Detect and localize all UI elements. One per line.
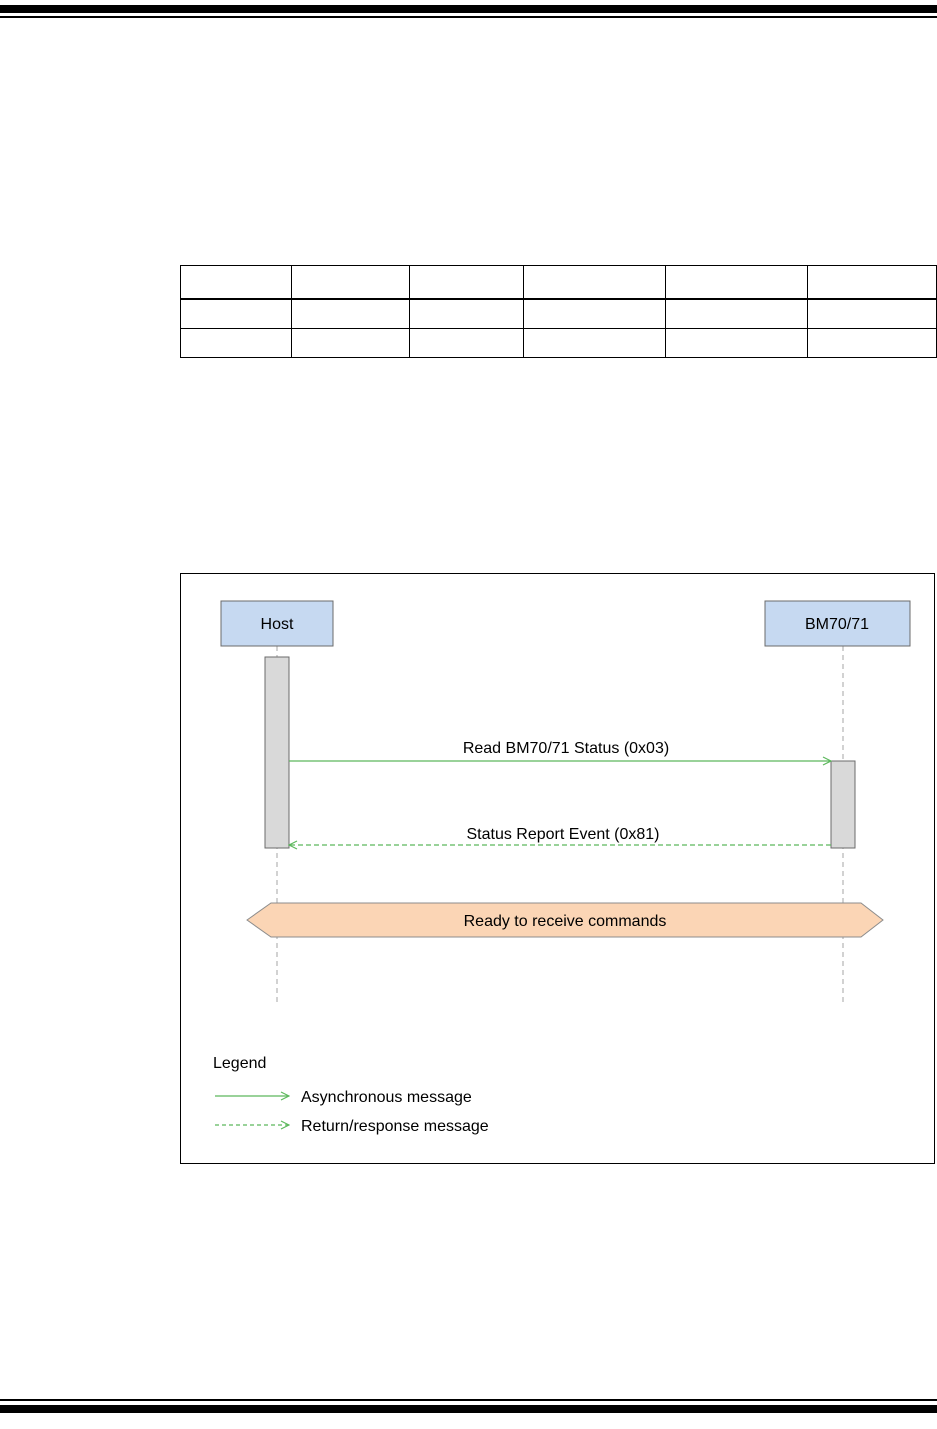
sequence-diagram: Host BM70/71 Read BM70/71 Status (0x03) …: [180, 573, 935, 1164]
empty-table: [180, 265, 937, 358]
bm-participant-box: [764, 600, 911, 647]
table-row: [180, 298, 937, 329]
table-cell: [180, 265, 292, 300]
ready-state-banner: [246, 902, 884, 938]
bm-activation-bar: [830, 760, 856, 849]
host-participant-label: Host: [261, 616, 294, 633]
table-cell: [409, 298, 524, 329]
table-cell: [665, 328, 808, 358]
table-cell: [523, 298, 666, 329]
bottom-rule-thick: [0, 1405, 937, 1413]
table-cell: [665, 298, 808, 329]
legend-title: Legend: [213, 1055, 266, 1072]
table-cell: [291, 265, 410, 300]
table-cell: [665, 265, 808, 300]
table-cell: [807, 265, 937, 300]
table-cell: [409, 265, 524, 300]
table-cell: [180, 298, 292, 329]
host-participant-box: [220, 600, 334, 647]
table-cell: [180, 328, 292, 358]
top-rule-thin: [0, 16, 937, 18]
table-header-row: [180, 265, 937, 300]
bm-participant-label: BM70/71: [805, 616, 869, 633]
table-cell: [523, 328, 666, 358]
response-message-label: Status Report Event (0x81): [467, 826, 660, 843]
host-activation-bar: [264, 656, 290, 849]
bottom-rule-thin: [0, 1399, 937, 1401]
table-cell: [291, 298, 410, 329]
table-cell: [523, 265, 666, 300]
table-cell: [807, 328, 937, 358]
table-row: [180, 328, 937, 358]
ready-state-label: Ready to receive commands: [464, 913, 667, 930]
request-message-label: Read BM70/71 Status (0x03): [463, 740, 669, 757]
sequence-diagram-svg: Host BM70/71 Read BM70/71 Status (0x03) …: [213, 600, 911, 1135]
legend-async-label: Asynchronous message: [301, 1089, 472, 1106]
top-rule-thick: [0, 5, 937, 13]
table-cell: [807, 298, 937, 329]
table-cell: [409, 328, 524, 358]
legend-return-label: Return/response message: [301, 1118, 489, 1135]
table-cell: [291, 328, 410, 358]
